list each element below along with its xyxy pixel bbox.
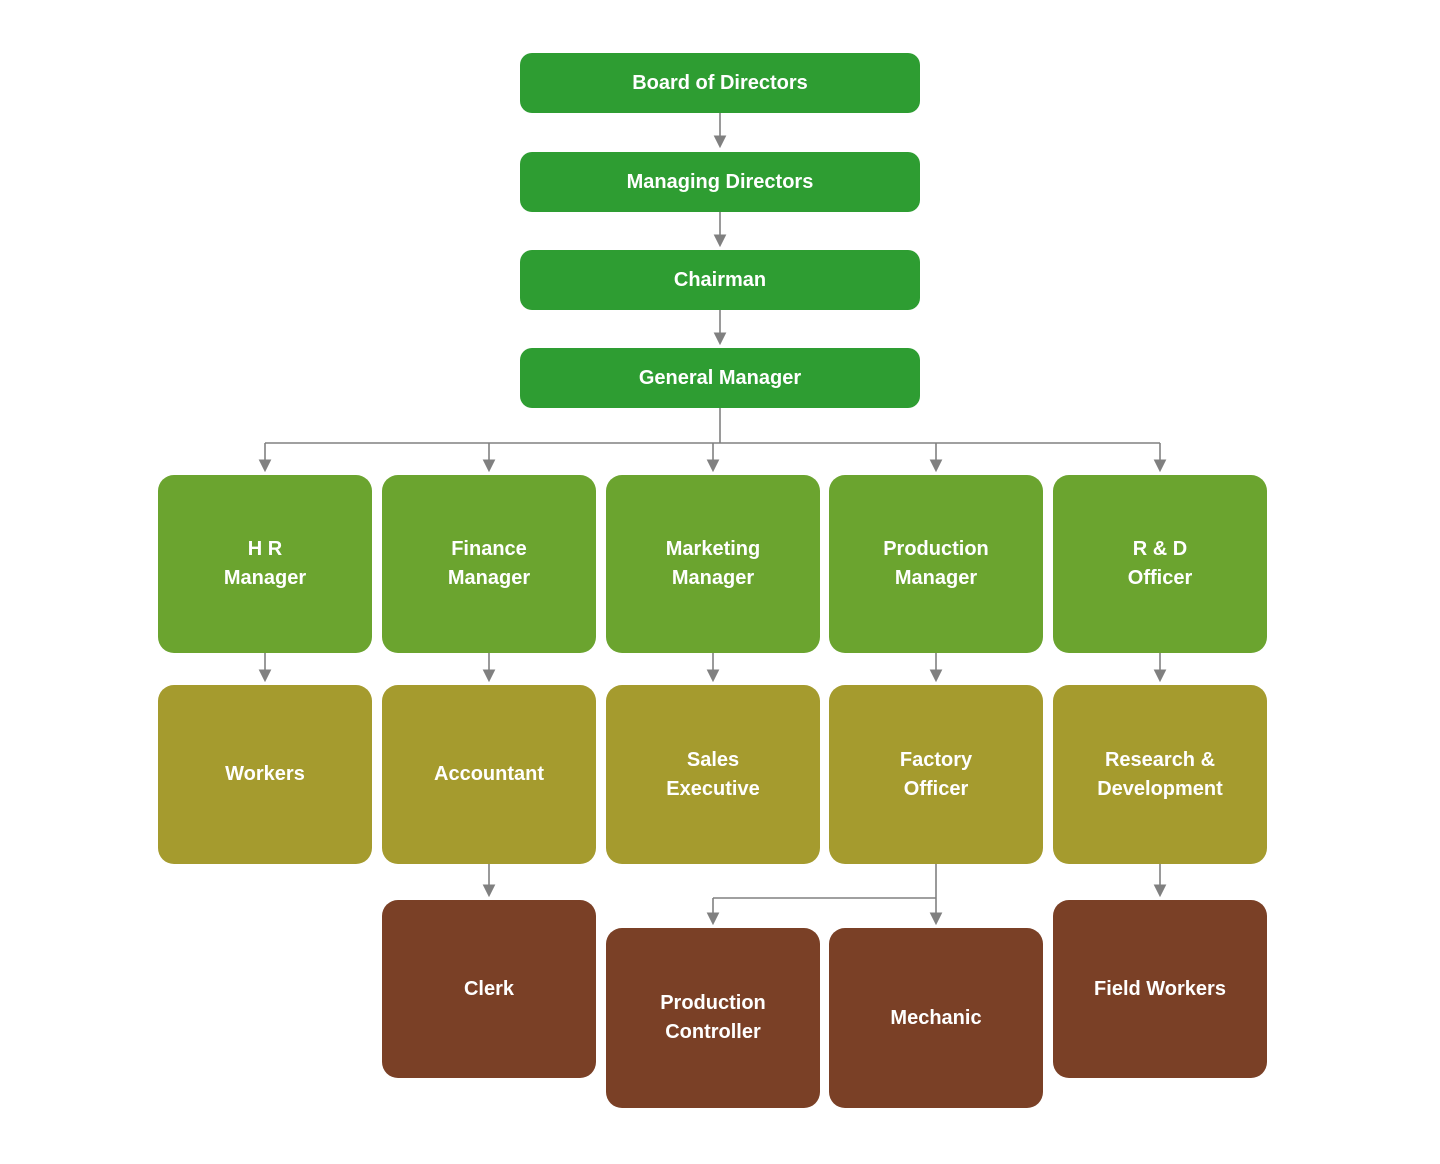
node-label: Marketing Manager [665, 538, 761, 589]
node-label: Chairman [673, 268, 767, 291]
node-label: Board of Directors [632, 71, 808, 94]
node-label: Clerk [463, 977, 515, 1000]
node-factory-officer: Factory Officer [829, 685, 1043, 864]
node-label: R & D Officer [1127, 538, 1193, 589]
node-production-manager: Production Manager [829, 475, 1043, 653]
node-clerk: Clerk [382, 900, 596, 1078]
node-research-development: Research & Development [1053, 685, 1267, 864]
node-rd-officer: R & D Officer [1053, 475, 1267, 653]
node-label: Workers [225, 763, 305, 785]
node-sales-executive: Sales Executive [606, 685, 820, 864]
node-label: Accountant [434, 763, 544, 785]
node-label: Field Workers [1094, 977, 1226, 1000]
node-label: Research & Development [1097, 748, 1223, 800]
node-board-of-directors: Board of Directors [520, 53, 920, 113]
node-label: Sales Executive [666, 748, 760, 800]
node-accountant: Accountant [382, 685, 596, 864]
node-workers: Workers [158, 685, 372, 864]
node-managing-directors: Managing Directors [520, 152, 920, 212]
node-label: Finance Manager [447, 538, 531, 589]
node-hr-manager: H R Manager [158, 475, 372, 653]
node-general-manager: General Manager [520, 348, 920, 408]
node-chairman: Chairman [520, 250, 920, 310]
node-label: Production Manager [883, 538, 989, 589]
node-marketing-manager: Marketing Manager [606, 475, 820, 653]
node-label: H R Manager [223, 538, 307, 589]
node-label: Managing Directors [626, 170, 814, 193]
node-field-workers: Field Workers [1053, 900, 1267, 1078]
node-mechanic: Mechanic [829, 928, 1043, 1108]
node-label: Mechanic [890, 1006, 982, 1029]
node-production-controller: Production Controller [606, 928, 820, 1108]
node-finance-manager: Finance Manager [382, 475, 596, 653]
node-label: Production Controller [660, 992, 766, 1043]
node-label: Factory Officer [899, 748, 973, 800]
node-label: General Manager [638, 366, 802, 389]
